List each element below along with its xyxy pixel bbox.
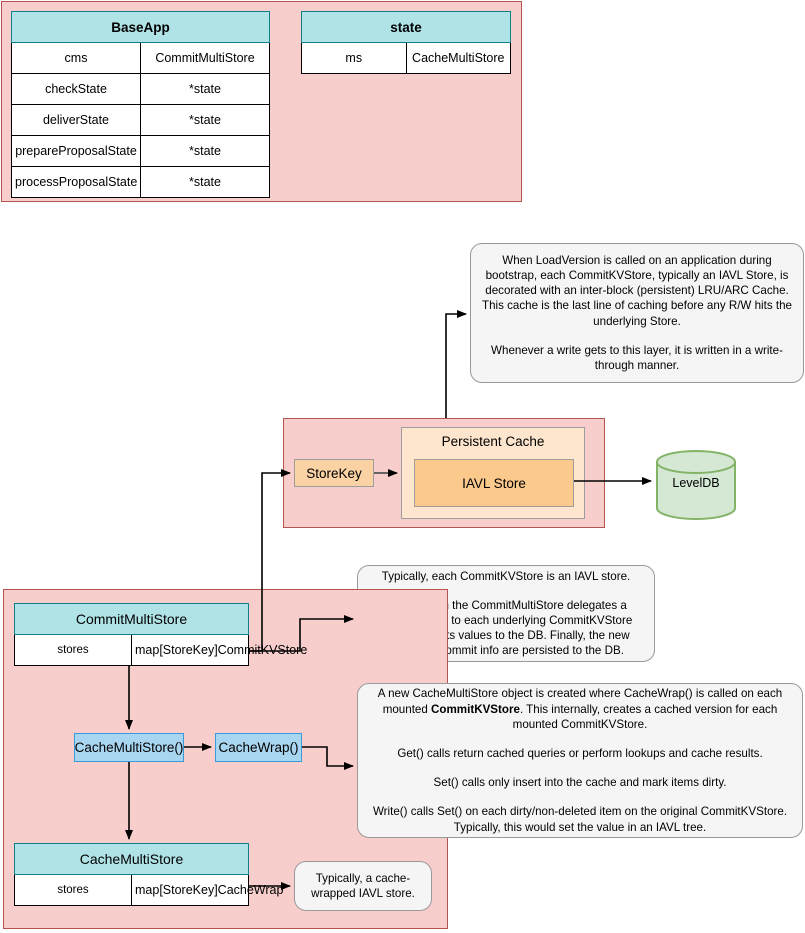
commit-multistore-table: CommitMultiStore stores map[StoreKey]Com… [14,603,307,666]
commit-multistore-field-stores: stores [14,634,132,666]
baseapp-field-checkstate: checkState [11,73,141,105]
leveldb-label: LevelDB [672,476,720,490]
leveldb-cylinder: LevelDB [655,450,737,520]
note-load-version-para-1: When LoadVersion is called on an applica… [482,253,792,328]
table-row: checkState *state [11,73,270,105]
cache-multistore-fn-box[interactable]: CacheMultiStore() [74,733,184,762]
table-row: deliverState *state [11,104,270,136]
arrow-persistentcache-to-note [445,310,467,418]
note-cms-text-bold: CommitKVStore [431,702,520,716]
note-cache-multistore-para-4: Write() calls Set() on each dirty/non-de… [372,805,788,834]
note-cache-multistore-para-2: Get() calls return cached queries or per… [397,746,763,760]
table-row-header: BaseApp [11,11,270,43]
cache-multistore-fn-label: CacheMultiStore() [74,740,184,755]
baseapp-type-deliverstate: *state [140,104,270,136]
note-cms-text-c: . This internally, creates a cached vers… [512,702,778,731]
cache-wrap-fn-box[interactable]: CacheWrap() [215,733,302,762]
note-cache-multistore-para-3: Set() calls only insert into the cache a… [433,776,727,790]
baseapp-type-processproposalstate: *state [140,166,270,198]
commit-multistore-header: CommitMultiStore [14,603,249,635]
baseapp-field-cms: cms [11,42,141,74]
note-cache-multistore: A new CacheMultiStore object is created … [357,683,803,838]
note-load-version-para-2: Whenever a write gets to this layer, it … [491,343,783,372]
table-row: stores map[StoreKey]CacheWrap [14,874,283,906]
store-key-box[interactable]: StoreKey [294,459,374,487]
cache-multistore-type-stores: map[StoreKey]CacheWrap [131,874,283,906]
baseapp-type-checkstate: *state [140,73,270,105]
iavl-store-label: IAVL Store [462,475,526,491]
table-row: ms CacheMultiStore [301,42,511,74]
cache-wrap-fn-label: CacheWrap() [218,740,299,755]
cache-multistore-table: CacheMultiStore stores map[StoreKey]Cach… [14,843,283,906]
store-key-label: StoreKey [306,465,362,481]
persistent-cache-title: Persistent Cache [441,434,545,449]
note-cache-multistore-para-1: A new CacheMultiStore object is created … [366,686,794,732]
cache-multistore-field-stores: stores [14,874,132,906]
baseapp-field-processproposalstate: processProposalState [11,166,141,198]
baseapp-table-header: BaseApp [11,11,270,43]
note-cache-wrapped: Typically, a cache-wrapped IAVL store. [294,861,432,911]
table-row: prepareProposalState *state [11,135,270,167]
leveldb-cylinder-shape [656,450,736,520]
table-row-header: CacheMultiStore [14,843,249,875]
baseapp-table: BaseApp cms CommitMultiStore checkState … [11,11,270,198]
note-cms-text-a: A new CacheMultiStore object is created … [377,687,783,716]
state-table-header: state [301,11,511,43]
table-row: stores map[StoreKey]CommitKVStore [14,634,307,666]
baseapp-field-deliverstate: deliverState [11,104,141,136]
baseapp-type-cms: CommitMultiStore [140,42,270,74]
table-row-header: state [301,11,511,43]
commit-multistore-type-stores: map[StoreKey]CommitKVStore [131,634,307,666]
baseapp-field-prepareproposalstate: prepareProposalState [11,135,141,167]
table-row: processProposalState *state [11,166,270,198]
table-row: cms CommitMultiStore [11,42,270,74]
note-cache-wrapped-text: Typically, a cache-wrapped IAVL store. [311,871,415,900]
state-table: state ms CacheMultiStore [301,11,511,74]
baseapp-type-prepareproposalstate: *state [140,135,270,167]
note-load-version: When LoadVersion is called on an applica… [470,243,804,383]
state-field-ms: ms [301,42,407,74]
iavl-store-box[interactable]: IAVL Store [414,459,574,507]
table-row-header: CommitMultiStore [14,603,249,635]
cache-multistore-header: CacheMultiStore [14,843,249,875]
note-commit-kv-para-1: Typically, each CommitKVStore is an IAVL… [381,569,631,583]
state-type-ms: CacheMultiStore [405,42,511,74]
